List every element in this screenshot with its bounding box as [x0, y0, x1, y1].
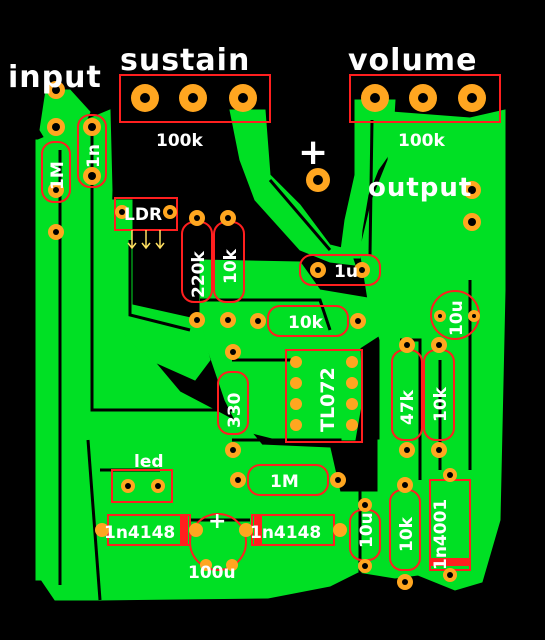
ldr-arrows — [127, 230, 165, 250]
r-10k-b-outline — [267, 305, 349, 337]
label-r-10k-c: 10k — [431, 386, 451, 422]
r-input-outline — [41, 141, 71, 203]
silkscreen-labels: input sustain volume output + 100k 100k … — [8, 43, 477, 583]
pads — [47, 81, 486, 590]
label-volume: volume — [348, 43, 477, 78]
label-ldr: LDR — [124, 205, 162, 225]
diode-bands — [180, 515, 470, 566]
c-input-outline — [77, 114, 107, 188]
c-1u-outline — [299, 254, 381, 286]
led-outline — [111, 469, 173, 503]
label-volume-pot: 100k — [398, 131, 445, 151]
label-r-330: 330 — [225, 392, 245, 428]
label-output: output — [368, 173, 472, 203]
label-r-10k-a: 10k — [221, 248, 241, 284]
label-r-1m-b: 1M — [270, 472, 299, 492]
volume-pot-outline — [349, 74, 501, 123]
label-led: led — [134, 452, 164, 472]
label-r-220k: 220k — [189, 251, 209, 298]
sustain-pot-outline — [119, 74, 271, 123]
label-r-10k-b: 10k — [288, 313, 324, 333]
label-d-1n4001: 1n4001 — [431, 499, 451, 570]
label-c-1u: 1u — [334, 262, 358, 282]
label-plus: + — [298, 132, 328, 173]
c-100u-outline — [189, 513, 247, 571]
ic-outline — [285, 349, 363, 443]
label-c-100u: 100u — [188, 563, 236, 583]
label-ic: TL072 — [317, 367, 339, 432]
label-input: input — [8, 60, 102, 95]
r-330-outline — [217, 371, 249, 435]
label-c-input: 1n — [84, 144, 104, 168]
label-r-47k: 47k — [398, 389, 418, 425]
label-c-10u-b: 10u — [357, 512, 377, 548]
label-r-input: 1M — [48, 161, 68, 190]
label-c-100u-plus: + — [208, 509, 226, 534]
label-d-1n4148-b: 1n4148 — [250, 523, 321, 543]
label-sustain: sustain — [120, 43, 250, 78]
label-d-1n4148-a: 1n4148 — [104, 523, 175, 543]
label-c-10u-a: 10u — [447, 300, 467, 336]
label-sustain-pot: 100k — [156, 131, 203, 151]
label-r-10k-d: 10k — [397, 516, 417, 552]
r-1m-b-outline — [247, 464, 329, 496]
